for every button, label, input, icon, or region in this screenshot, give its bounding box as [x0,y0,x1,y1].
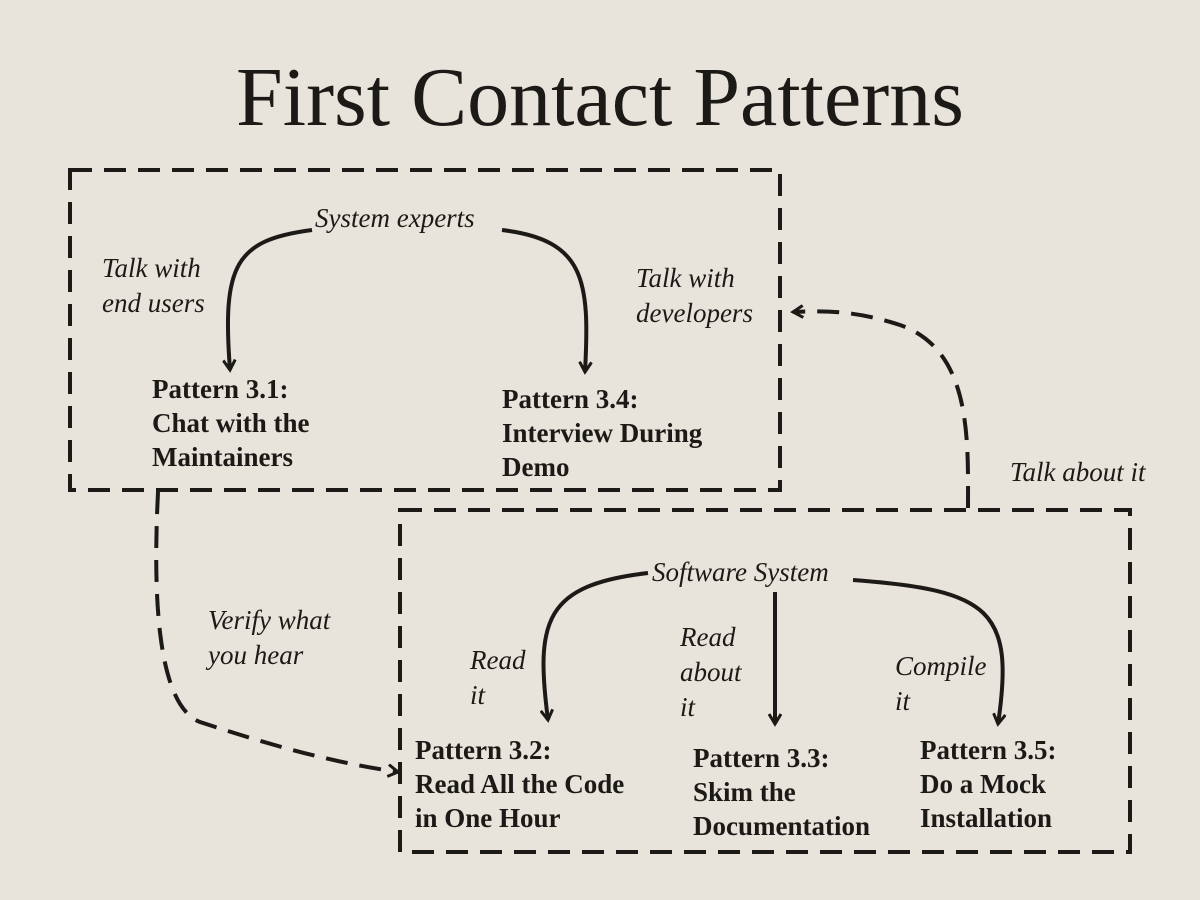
bottom-group-box [398,508,1132,854]
edge-label-verify: Verify what you hear [208,605,331,670]
pattern-3-5-node: Pattern 3.5: Do a Mock Installation [920,735,1057,833]
pattern-3-4-node: Pattern 3.4: Interview During Demo [502,384,703,482]
edge-compile-it [852,578,1003,724]
pattern-3-2-node: Pattern 3.2: Read All the Code in One Ho… [415,735,625,833]
slide-title: First Contact Patterns [236,51,964,144]
edge-label-read-it: Read it [470,645,526,710]
edge-talk-about-it [793,311,971,509]
edge-label-talk-end-users: Talk with end users [102,253,205,318]
edge-verify-what-you-hear [154,491,398,772]
edge-label-compile-it: Compile it [895,651,987,716]
edge-talk-developers [501,228,586,372]
source-software-system: Software System [650,555,831,590]
edge-label-talk-developers: Talk with developers [636,263,753,328]
pattern-3-1-node: Pattern 3.1: Chat with the Maintainers [152,374,310,472]
edge-label-read-about-it: Read about it [680,622,742,722]
edge-read-it [543,571,649,720]
edge-talk-end-users [228,228,313,370]
pattern-3-3-node: Pattern 3.3: Skim the Documentation [693,743,870,841]
top-group-box [68,168,782,492]
source-system-experts: System experts [313,201,477,236]
edge-label-talk-about-it: Talk about it [1010,457,1146,487]
